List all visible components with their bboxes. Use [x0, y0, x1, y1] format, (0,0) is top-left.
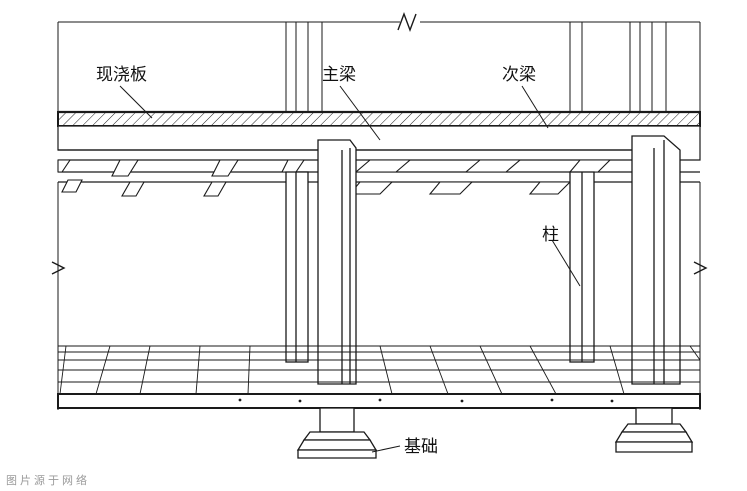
break-line-left-icon — [51, 261, 66, 275]
foundations — [296, 407, 694, 459]
columns — [285, 135, 681, 385]
watermark: 图片源于网络 — [6, 473, 90, 487]
leader-lines — [119, 85, 581, 453]
break-line-right-icon — [693, 261, 708, 275]
break-line-top-icon — [397, 12, 417, 32]
secondary-beams — [57, 159, 612, 197]
label-main-beam: 主梁 — [322, 65, 356, 85]
label-foundation: 基础 — [404, 437, 438, 457]
side-walls — [51, 182, 708, 410]
main-beam — [57, 125, 701, 183]
label-secondary-beam: 次梁 — [502, 65, 536, 85]
ground-slab — [57, 393, 701, 409]
floor-grid — [58, 345, 701, 395]
label-column: 柱 — [542, 225, 559, 245]
label-slab: 现浇板 — [96, 65, 147, 85]
upper-wall — [57, 12, 701, 112]
